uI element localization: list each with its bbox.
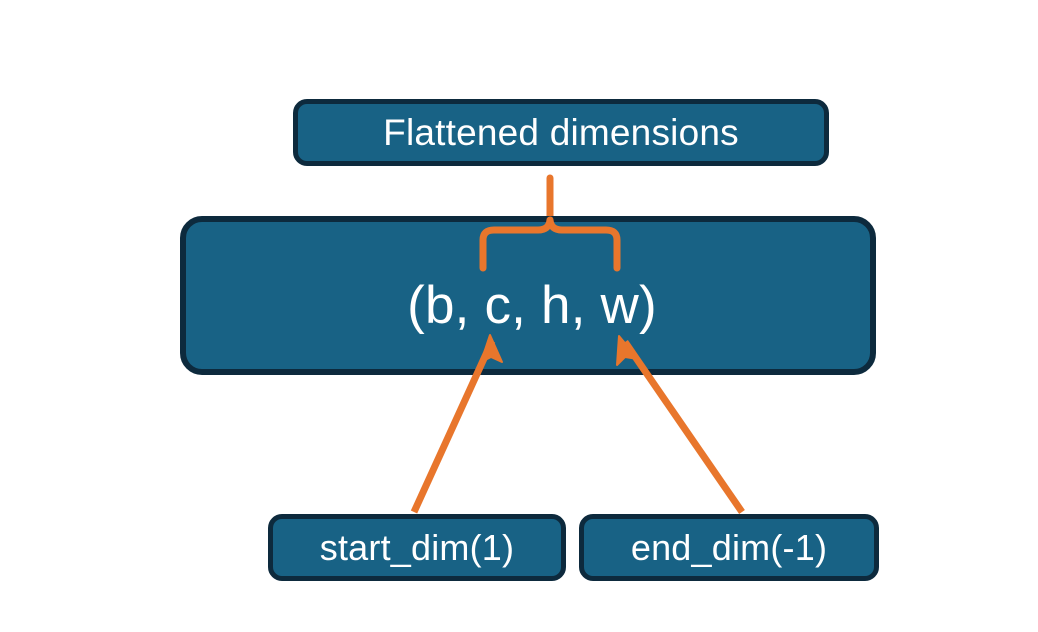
flattened-dimensions-label: Flattened dimensions — [383, 111, 739, 153]
end-dim-node: end_dim(-1) — [579, 514, 879, 581]
tensor-shape-node: (b, c, h, w) — [180, 216, 876, 375]
flattened-dimensions-node: Flattened dimensions — [293, 99, 829, 166]
tensor-shape-label: (b, c, h, w) — [407, 276, 657, 335]
start-dim-node: start_dim(1) — [268, 514, 566, 581]
end-dim-label: end_dim(-1) — [630, 526, 828, 568]
start-dim-label: start_dim(1) — [319, 526, 515, 568]
